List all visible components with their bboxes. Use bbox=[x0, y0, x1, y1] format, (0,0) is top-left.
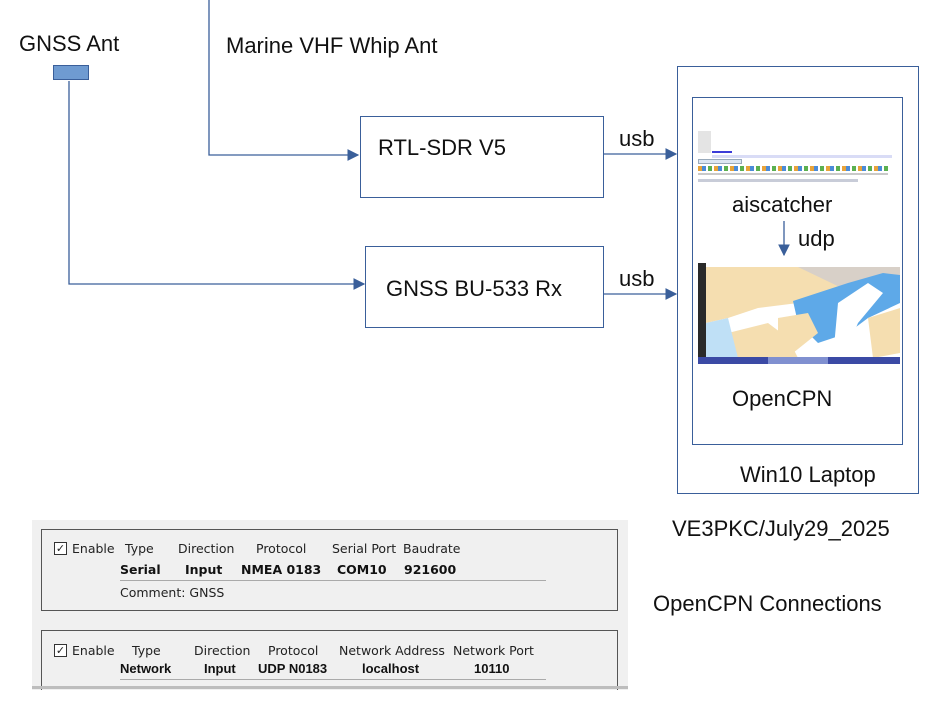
value-type: Serial bbox=[120, 562, 161, 577]
udp-label: udp bbox=[798, 226, 835, 251]
header-serial-port: Serial Port bbox=[332, 541, 397, 556]
aiscatcher-label: aiscatcher bbox=[732, 192, 833, 217]
gnss-ant-to-rx-wire bbox=[68, 81, 366, 290]
laptop-box bbox=[677, 66, 919, 494]
header-protocol: Protocol bbox=[268, 643, 319, 658]
rtl-sdr-label: RTL-SDR V5 bbox=[378, 135, 506, 160]
usb-label-bottom: usb bbox=[619, 266, 655, 291]
vhf-to-rtlsdr-wire bbox=[208, 0, 360, 161]
value-direction: Input bbox=[185, 562, 223, 577]
value-baudrate: 921600 bbox=[404, 562, 457, 577]
panel-bottom-edge bbox=[32, 686, 628, 689]
connections-caption: OpenCPN Connections bbox=[653, 591, 882, 616]
opencpn-label: OpenCPN bbox=[732, 386, 833, 411]
row-separator bbox=[120, 679, 546, 680]
value-serial-port: COM10 bbox=[337, 562, 387, 577]
header-network-address: Network Address bbox=[339, 643, 445, 658]
author-credit: VE3PKC/July29_2025 bbox=[672, 516, 890, 541]
rtl-sdr-box: RTL-SDR V5 bbox=[360, 116, 604, 198]
value-network-port: 10110 bbox=[474, 661, 510, 676]
opencpn-chart-screenshot bbox=[698, 263, 900, 364]
header-baudrate: Baudrate bbox=[403, 541, 461, 556]
header-direction: Direction bbox=[178, 541, 235, 556]
value-protocol: UDP N0183 bbox=[258, 661, 328, 676]
gnss-antenna-icon bbox=[53, 65, 89, 80]
vhf-antenna-label: Marine VHF Whip Ant bbox=[226, 33, 438, 58]
enable-label: Enable bbox=[72, 541, 115, 556]
value-network-address: localhost bbox=[362, 661, 420, 676]
header-type: Type bbox=[132, 643, 161, 658]
connection-serial[interactable]: ✓ Enable Type Direction Protocol Serial … bbox=[41, 529, 618, 611]
software-box bbox=[692, 97, 903, 445]
value-type: Network bbox=[120, 661, 172, 676]
connection-network[interactable]: ✓ Enable Type Direction Protocol Network… bbox=[41, 630, 618, 690]
value-protocol: NMEA 0183 bbox=[241, 562, 322, 577]
header-network-port: Network Port bbox=[453, 643, 534, 658]
enable-checkbox-serial[interactable]: ✓ bbox=[54, 542, 67, 555]
header-type: Type bbox=[125, 541, 154, 556]
gnss-receiver-box: GNSS BU-533 Rx bbox=[365, 246, 604, 328]
connection-comment: Comment: GNSS bbox=[120, 585, 225, 600]
header-protocol: Protocol bbox=[256, 541, 307, 556]
aiscatcher-screenshot bbox=[698, 131, 898, 189]
laptop-label: Win10 Laptop bbox=[740, 462, 876, 487]
header-direction: Direction bbox=[194, 643, 251, 658]
value-direction: Input bbox=[204, 661, 236, 676]
usb-label-top: usb bbox=[619, 126, 655, 151]
row-separator bbox=[120, 580, 546, 581]
enable-label: Enable bbox=[72, 643, 115, 658]
enable-checkbox-network[interactable]: ✓ bbox=[54, 644, 67, 657]
gnss-receiver-label: GNSS BU-533 Rx bbox=[386, 276, 563, 301]
gnss-antenna-label: GNSS Ant bbox=[19, 31, 120, 56]
